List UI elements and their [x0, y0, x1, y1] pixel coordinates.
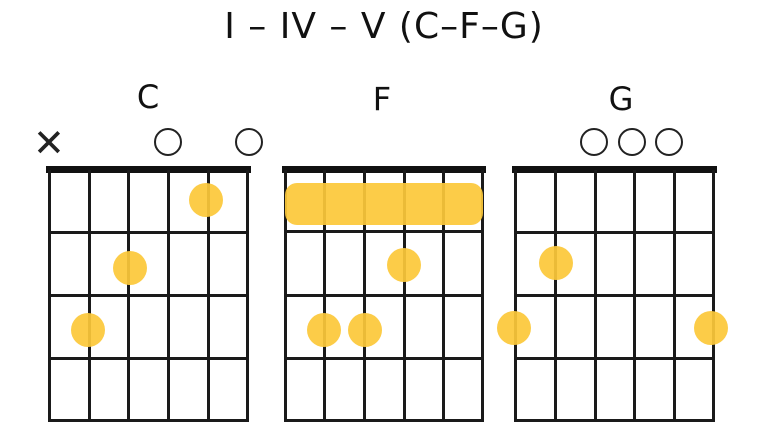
nut — [282, 166, 486, 173]
fret-line — [514, 357, 715, 360]
chord-name-f: F — [372, 80, 392, 118]
open-string-circle-icon — [235, 128, 263, 156]
finger-dot — [694, 311, 728, 345]
fret-line — [284, 294, 484, 297]
diagram-title: I – IV – V (C–F–G) — [224, 6, 544, 47]
fret-line — [284, 230, 484, 233]
finger-dot — [189, 183, 223, 217]
fret-line — [48, 357, 249, 360]
fret-line — [514, 419, 715, 422]
fret-line — [284, 357, 484, 360]
chord-name-g: G — [608, 80, 634, 118]
fret-line — [48, 419, 249, 422]
finger-dot — [497, 311, 531, 345]
finger-dot — [539, 246, 573, 280]
chord-name-c: C — [136, 78, 160, 116]
open-string-circle-icon — [154, 128, 182, 156]
finger-dot — [348, 313, 382, 347]
open-string-circle-icon — [580, 128, 608, 156]
finger-dot — [71, 313, 105, 347]
fret-line — [48, 231, 249, 234]
nut — [512, 166, 717, 173]
barre-bar — [285, 183, 483, 225]
fret-line — [284, 419, 484, 422]
fret-line — [514, 294, 715, 297]
fret-line — [514, 231, 715, 234]
open-string-circle-icon — [655, 128, 683, 156]
finger-dot — [387, 248, 421, 282]
open-string-circle-icon — [618, 128, 646, 156]
fret-line — [48, 294, 249, 297]
nut — [46, 166, 251, 173]
mute-x-icon: ✕ — [33, 121, 65, 165]
finger-dot — [113, 251, 147, 285]
finger-dot — [307, 313, 341, 347]
